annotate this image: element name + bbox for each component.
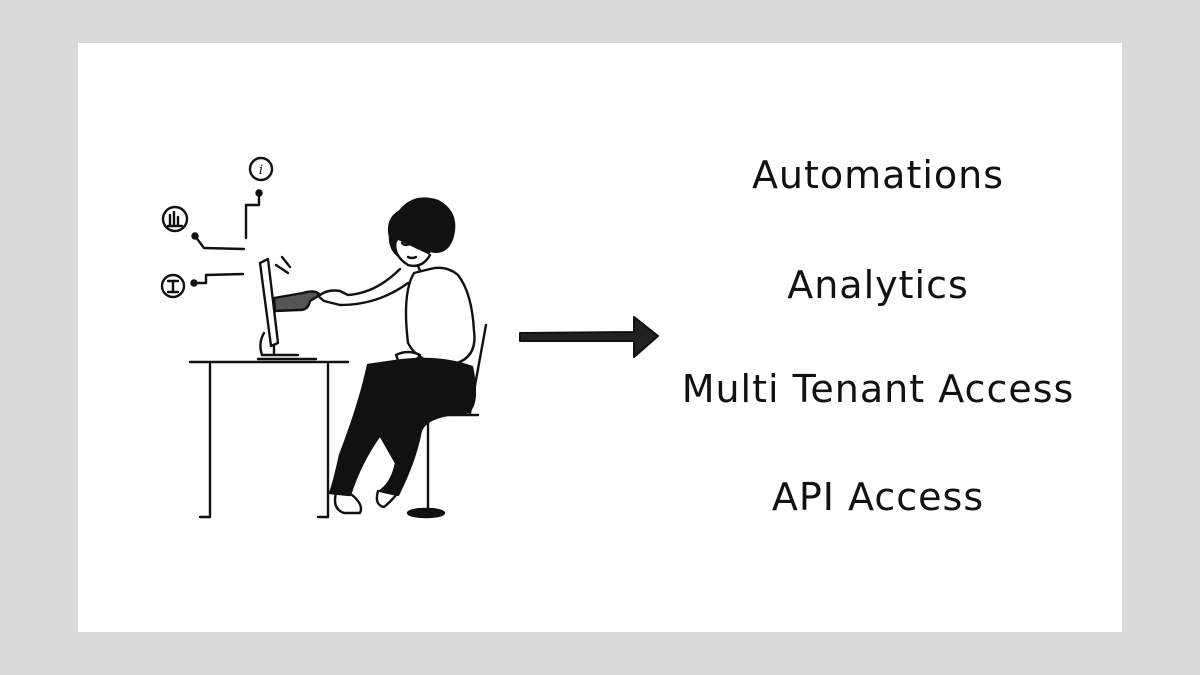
feature-multi-tenant-access: Multi Tenant Access bbox=[681, 367, 1075, 411]
feature-analytics: Analytics bbox=[787, 263, 969, 307]
right-arrow bbox=[519, 316, 659, 358]
person-arm bbox=[316, 267, 410, 307]
illustration: i bbox=[160, 156, 659, 519]
svg-text:i: i bbox=[259, 163, 263, 178]
bar-chart-icon bbox=[161, 205, 246, 251]
desk bbox=[188, 360, 350, 519]
content-card: i bbox=[78, 43, 1122, 632]
person bbox=[328, 197, 488, 519]
feature-automations: Automations bbox=[751, 153, 1005, 197]
feature-api-access: API Access bbox=[771, 475, 985, 519]
monitor bbox=[256, 255, 318, 361]
feature-list: Automations Analytics Multi Tenant Acces… bbox=[638, 123, 1118, 543]
text-cursor-icon bbox=[160, 272, 245, 299]
screen-hand bbox=[272, 290, 322, 313]
info-icon: i bbox=[244, 156, 274, 240]
